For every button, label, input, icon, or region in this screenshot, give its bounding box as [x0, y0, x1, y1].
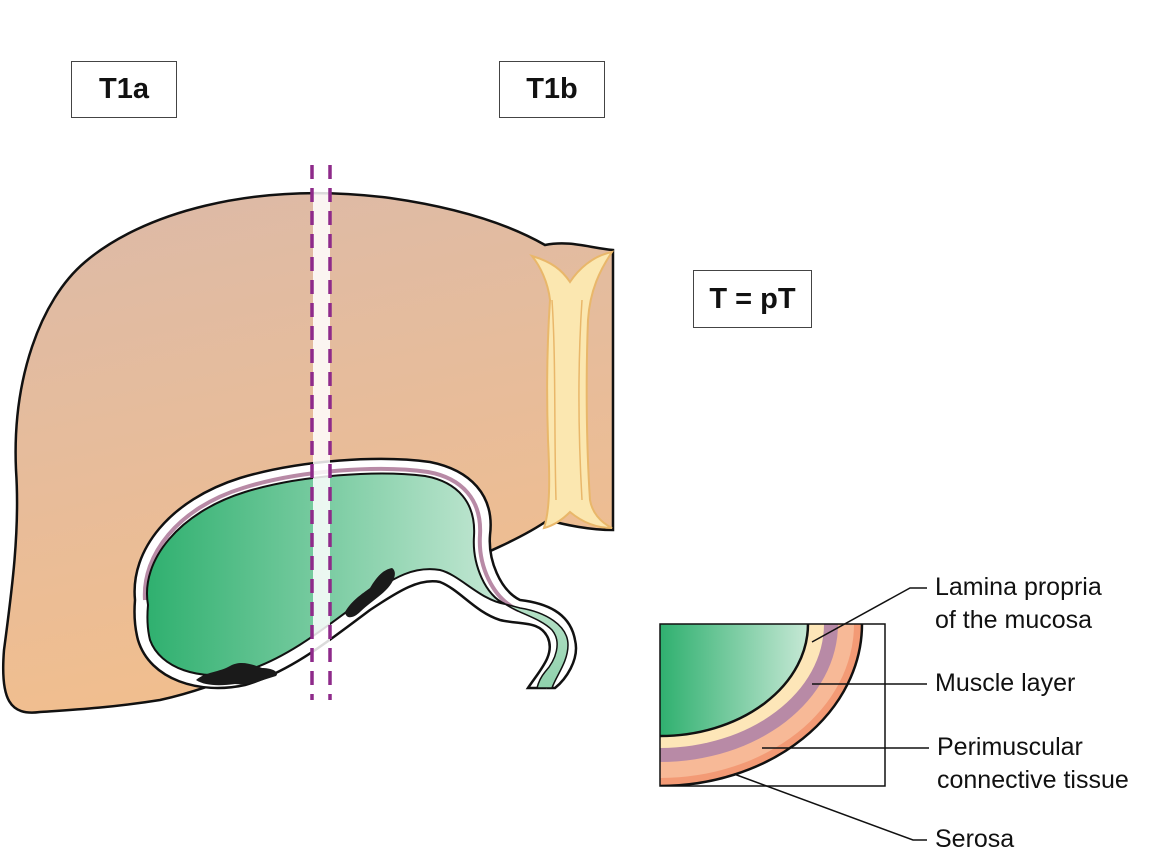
legend-muscle-layer: Muscle layer [935, 669, 1076, 697]
legend-lamina-propria-line1: Lamina propria [935, 573, 1102, 601]
tumor-t1a [196, 662, 278, 686]
legend-serosa: Serosa [935, 825, 1015, 853]
legend-perimuscular-line2: connective tissue [937, 766, 1129, 794]
tumor-t1b [345, 568, 395, 618]
falciform-ligament [529, 250, 615, 530]
legend-perimuscular-line1: Perimuscular [937, 733, 1083, 761]
label-t1b: T1b [499, 61, 605, 118]
inset-mucosa-lumen [660, 624, 808, 736]
cystic-duct [504, 603, 569, 689]
label-t-equals-pt: T = pT [693, 270, 812, 328]
leader-lamina [811, 587, 927, 643]
resection-band [313, 160, 330, 700]
inset-frame [659, 623, 886, 787]
legend-lamina-propria-line2: of the mucosa [935, 606, 1093, 634]
leader-serosa [733, 773, 927, 841]
label-t1a: T1a [71, 61, 177, 118]
wall-layers-inset [660, 624, 885, 786]
